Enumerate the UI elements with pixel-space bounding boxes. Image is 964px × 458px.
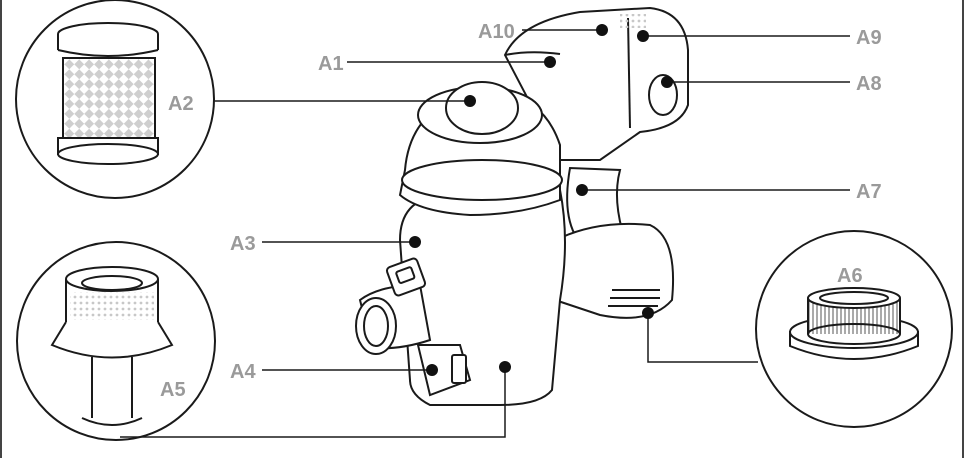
dot-a1 [544,56,556,68]
label-a1: A1 [318,53,344,75]
dot-a5 [499,361,511,373]
inset-a6-rear-filter [756,231,952,427]
label-a8: A8 [856,73,882,95]
vacuum-main-body [356,8,688,405]
label-a2: A2 [168,93,194,115]
label-a9: A9 [856,27,882,49]
label-a3: A3 [230,233,256,255]
label-a6: A6 [837,265,863,287]
dot-a8 [661,76,673,88]
dot-a2 [464,95,476,107]
dot-a6 [642,307,654,319]
label-a7: A7 [856,181,882,203]
label-a5: A5 [160,379,186,401]
label-a10: A10 [478,21,515,43]
dot-a4 [426,364,438,376]
dot-a9 [637,30,649,42]
label-a4: A4 [230,361,256,383]
inset-a5-prefilter [17,242,215,440]
dot-a10 [596,24,608,36]
dot-a3 [409,236,421,248]
leader-a6 [648,312,758,362]
dot-a7 [576,184,588,196]
